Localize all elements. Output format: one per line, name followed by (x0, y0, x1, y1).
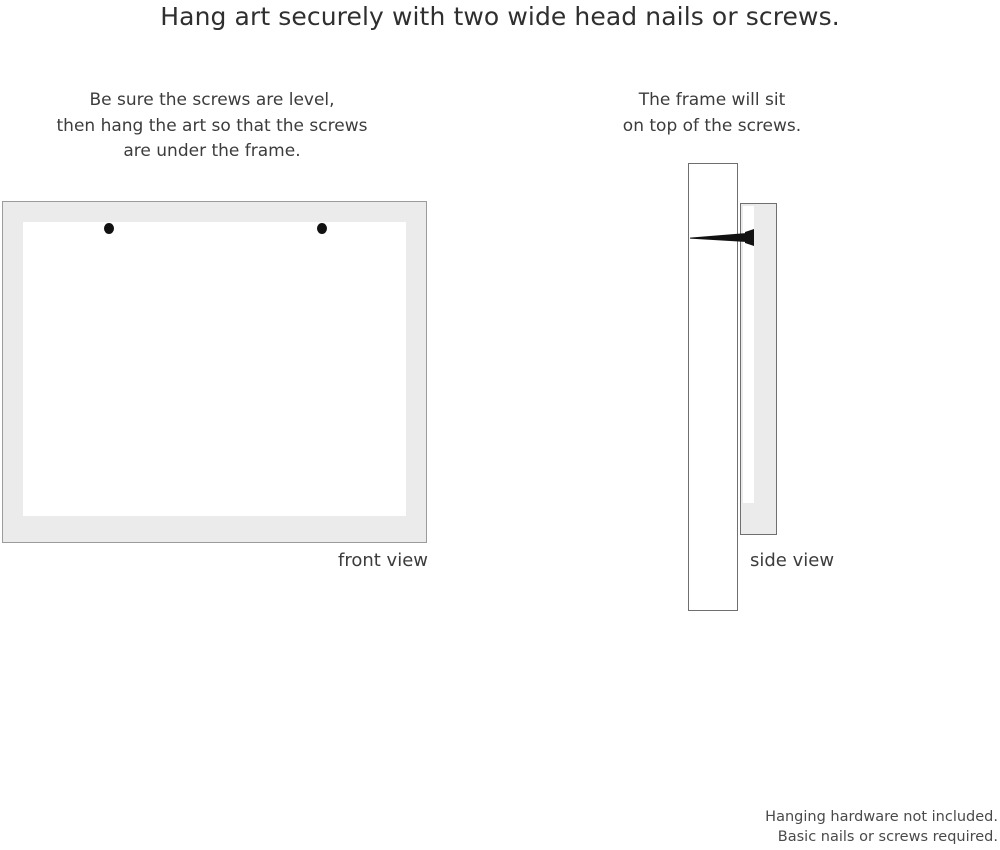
front-view-label: front view (338, 550, 428, 571)
side-view-label: side view (750, 550, 835, 571)
front-view-caption: Be sure the screws are level,then hang t… (56, 90, 368, 161)
nail-shaft-icon (690, 233, 747, 242)
right-screw-icon (317, 223, 327, 234)
front-view-mat (23, 222, 406, 516)
page-title: Hang art securely with two wide head nai… (160, 2, 840, 31)
nail-head-icon (745, 229, 754, 246)
left-screw-icon (104, 223, 114, 234)
front-view-frame (2, 201, 427, 543)
side-view-wall (688, 163, 738, 611)
side-view-frame-recess (743, 206, 754, 503)
hardware-disclaimer: Hanging hardware not included.Basic nail… (765, 809, 998, 845)
